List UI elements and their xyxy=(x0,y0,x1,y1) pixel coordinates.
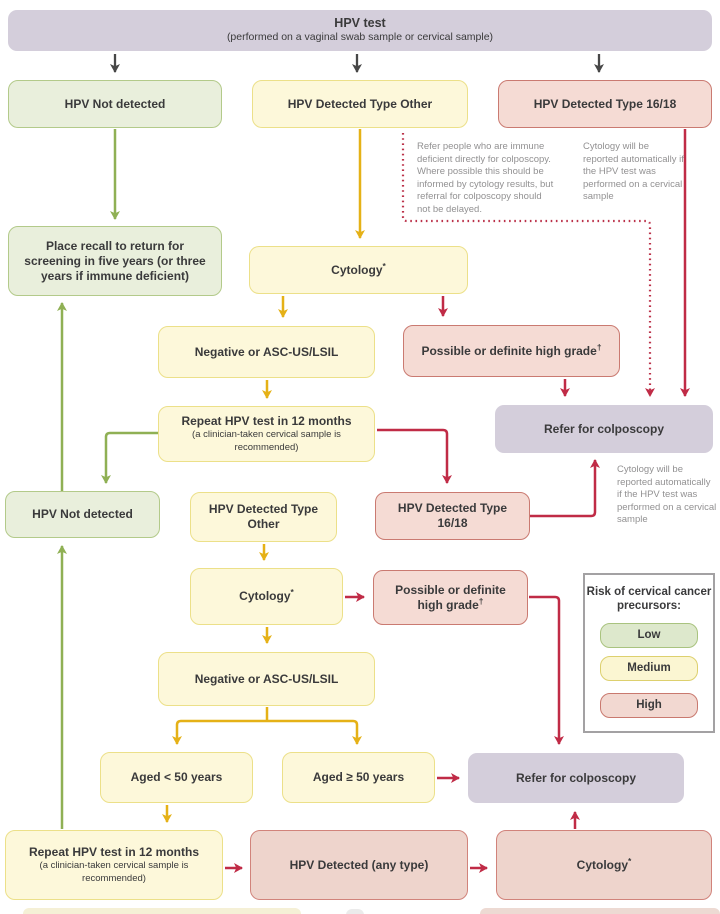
node-label: Cytology* xyxy=(331,260,386,278)
node-label: HPV Not detected xyxy=(64,96,166,111)
cutoff-strip-left xyxy=(23,908,301,914)
node-label: HPV Detected Type 16/18 xyxy=(533,96,677,111)
note-immune-deficient: Refer people who are immune deficient di… xyxy=(417,141,554,215)
node-hpv-not-detected-top: HPV Not detected xyxy=(8,80,222,128)
cutoff-strip-right xyxy=(480,908,720,914)
legend-pill-medium: Medium xyxy=(600,655,698,681)
cytology-label: Cytology xyxy=(576,857,629,872)
node-negative-ascus-lsil-1: Negative or ASC-US/LSIL xyxy=(158,326,375,378)
banner-title: HPV test xyxy=(334,15,386,30)
node-label: HPV Detected (any type) xyxy=(289,857,429,872)
node-hpv-not-detected-repeat: HPV Not detected xyxy=(5,491,160,538)
banner-subtitle: (performed on a vaginal swab sample or c… xyxy=(226,31,494,44)
high-grade-footnote-mark: † xyxy=(478,595,484,606)
cytology-label: Cytology xyxy=(239,589,291,603)
node-label: HPV Detected Type 16/18 xyxy=(397,501,508,530)
note-cytology-reported-mid: Cytology will be reported automatically … xyxy=(617,464,717,526)
node-cytology-2: Cytology* xyxy=(190,568,343,625)
legend-pill-low: Low xyxy=(600,622,698,648)
legend-pill-high: High xyxy=(600,692,698,718)
node-place-recall: Place recall to return for screening in … xyxy=(8,226,222,296)
node-negative-ascus-lsil-2: Negative or ASC-US/LSIL xyxy=(158,652,375,706)
cutoff-strip-center xyxy=(346,909,364,914)
node-label: HPV Detected Type Other xyxy=(208,502,319,531)
node-hpv-detected-type-other-repeat: HPV Detected Type Other xyxy=(190,492,337,542)
note-cytology-reported-top: Cytology will be reported automatically … xyxy=(583,141,684,203)
node-hpv-detected-any-type: HPV Detected (any type) xyxy=(250,830,468,900)
node-label: Aged ≥ 50 years xyxy=(312,770,405,784)
legend-pill-label: High xyxy=(636,699,662,712)
node-refer-colposcopy-2: Refer for colposcopy xyxy=(468,753,684,803)
node-cytology-3: Cytology* xyxy=(496,830,712,900)
legend-title: Risk of cervical cancer precursors: xyxy=(586,586,712,613)
node-label: Refer for colposcopy xyxy=(543,421,665,436)
node-label: Cytology* xyxy=(239,587,294,604)
node-hpv-detected-type-16-18-top: HPV Detected Type 16/18 xyxy=(498,80,712,128)
node-label: Cytology* xyxy=(576,855,632,873)
node-aged-under-50: Aged < 50 years xyxy=(100,752,253,803)
hpv-test-banner: HPV test (performed on a vaginal swab sa… xyxy=(8,10,712,51)
node-repeat-hpv-12-months-2: Repeat HPV test in 12 months (a clinicia… xyxy=(5,830,223,900)
legend-pill-label: Low xyxy=(637,629,661,642)
node-hpv-detected-type-other-top: HPV Detected Type Other xyxy=(252,80,468,128)
cytology-footnote-mark: * xyxy=(290,587,294,597)
node-label: Repeat HPV test in 12 months xyxy=(181,414,352,429)
cytology-label: Cytology xyxy=(331,262,383,277)
node-aged-50-plus: Aged ≥ 50 years xyxy=(282,752,435,803)
node-label: Possible or definite high grade† xyxy=(384,583,517,613)
node-label: HPV Detected Type Other xyxy=(287,96,433,111)
node-hpv-detected-type-16-18-repeat: HPV Detected Type 16/18 xyxy=(375,492,530,540)
node-sublabel: (a clinician-taken cervical sample is re… xyxy=(192,429,341,453)
node-cytology-1: Cytology* xyxy=(249,246,468,294)
node-refer-colposcopy-1: Refer for colposcopy xyxy=(495,405,713,453)
node-sublabel: (a clinician-taken cervical sample is re… xyxy=(39,860,189,884)
node-label: Refer for colposcopy xyxy=(515,770,637,785)
node-repeat-hpv-12-months-1: Repeat HPV test in 12 months (a clinicia… xyxy=(158,406,375,462)
node-possible-high-grade-2: Possible or definite high grade† xyxy=(373,570,528,625)
node-label: Place recall to return for screening in … xyxy=(24,238,206,283)
node-label: Repeat HPV test in 12 months xyxy=(28,845,200,860)
cytology-footnote-mark: * xyxy=(628,855,632,866)
node-label: Possible or definite high grade† xyxy=(421,341,602,359)
node-label: Aged < 50 years xyxy=(130,770,223,784)
high-grade-label: Possible or definite high grade xyxy=(421,343,597,358)
node-label: HPV Not detected xyxy=(32,507,133,521)
legend-pill-label: Medium xyxy=(627,662,671,675)
node-label: Negative or ASC-US/LSIL xyxy=(194,344,339,359)
node-label: Negative or ASC-US/LSIL xyxy=(194,671,339,686)
cytology-footnote-mark: * xyxy=(382,260,386,271)
legend-risk: Risk of cervical cancer precursors: Low … xyxy=(583,573,715,733)
node-possible-high-grade-1: Possible or definite high grade† xyxy=(403,325,620,377)
high-grade-label: Possible or definite high grade xyxy=(395,582,506,612)
high-grade-footnote-mark: † xyxy=(596,341,602,352)
